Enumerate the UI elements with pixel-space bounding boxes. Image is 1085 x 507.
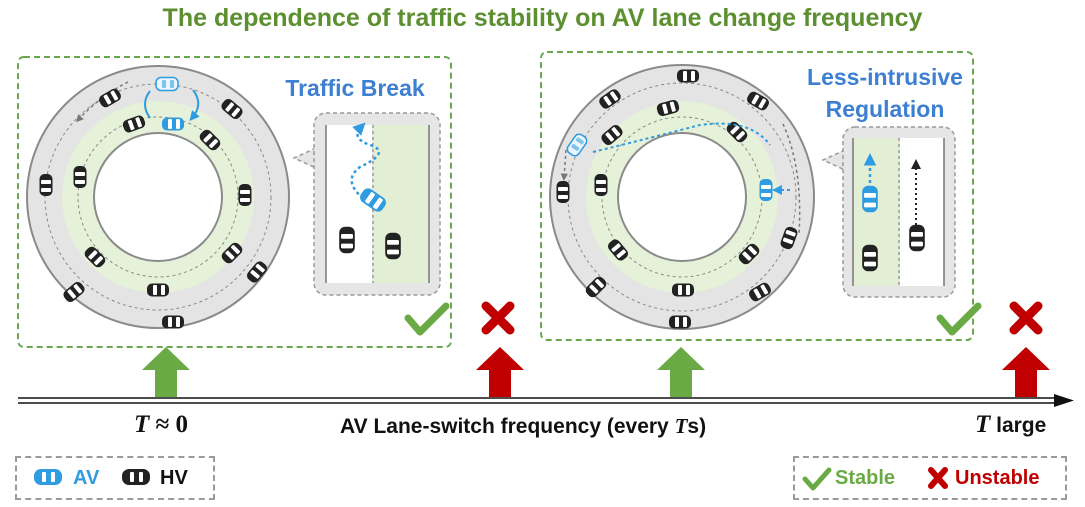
legend-unstable-label: Unstable [955, 467, 1040, 489]
unstable-x-icon-2 [1009, 301, 1043, 335]
vehicle-legend [15, 456, 215, 500]
frequency-axis [18, 394, 1074, 407]
legend-hv-icon [122, 469, 150, 485]
legend-unstable-x-icon [928, 467, 948, 489]
right-av-car [759, 179, 773, 201]
left-stable-check-icon [404, 302, 450, 336]
axis-label: AV Lane-switch frequency (every Ts) [340, 414, 707, 438]
right-panel-label-line1: Less-intrusive [807, 64, 963, 90]
left-av-previous-position [155, 76, 179, 92]
axis-left-end-label: T ≈ 0 [134, 411, 189, 438]
left-av-lane-change-arrows [144, 89, 198, 118]
right-stable-check-icon [936, 302, 982, 336]
right-panel-border [540, 51, 974, 341]
right-callout-pointer [821, 148, 846, 172]
left-callout-pointer [292, 146, 317, 170]
left-panel-border [17, 56, 452, 348]
stable-up-arrow-1 [142, 347, 190, 397]
legend-av-label: AV [73, 467, 100, 489]
legend-stable-check-icon [802, 467, 832, 491]
left-av-car [162, 117, 184, 131]
right-panel-label-line2: Regulation [825, 96, 945, 122]
stable-up-arrow-2 [657, 347, 705, 397]
left-panel-label: Traffic Break [285, 75, 425, 101]
axis-right-end-label: T large [975, 411, 1047, 438]
stability-legend [793, 456, 1067, 500]
diagram-title: The dependence of traffic stability on A… [162, 4, 923, 32]
right-outer-flow-arrow [782, 123, 801, 235]
left-callout-zigzag-path [350, 122, 381, 204]
right-callout-av-car [862, 185, 878, 213]
legend-stable-label: Stable [835, 467, 896, 489]
legend-hv-label: HV [160, 467, 188, 489]
unstable-x-icon-1 [481, 301, 515, 335]
unstable-up-arrow-1 [476, 347, 524, 397]
unstable-up-arrow-2 [1002, 347, 1050, 397]
right-av-trajectory [592, 122, 771, 153]
legend-av-icon [34, 469, 62, 485]
